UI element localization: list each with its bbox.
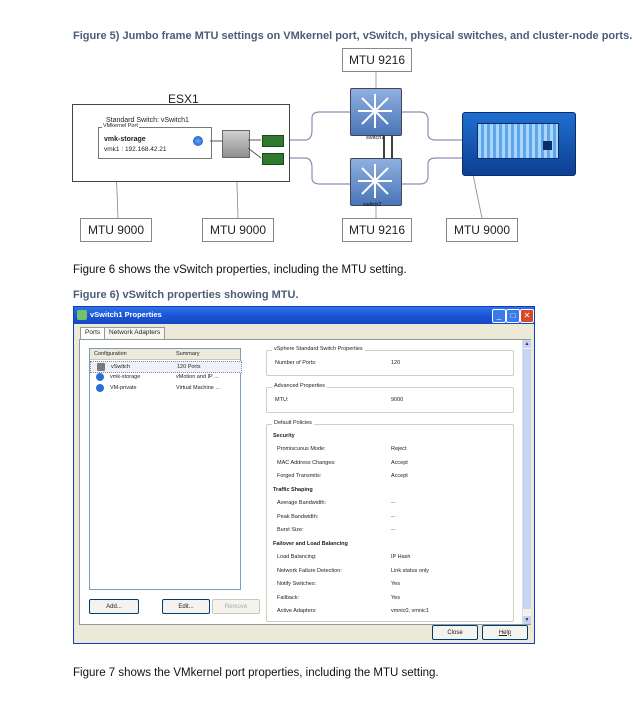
- promiscuous-label: Promiscuous Mode:: [277, 446, 326, 452]
- row-name: vmk-storage: [110, 374, 141, 380]
- mtu-storage-label: MTU 9000: [446, 218, 518, 242]
- column-summary[interactable]: Summary: [176, 351, 200, 357]
- close-button[interactable]: Close: [432, 625, 478, 640]
- notify-switches-value: Yes: [391, 581, 400, 587]
- security-heading: Security: [273, 433, 295, 439]
- ports-panel: Configuration Summary vSwitch 120 Ports …: [79, 339, 531, 625]
- vmkernel-port-label: VMkernel Port: [102, 123, 139, 129]
- scroll-up-icon[interactable]: ▲: [523, 340, 531, 348]
- load-balancing-label: Load Balancing:: [277, 554, 317, 560]
- switch2-arrows-icon: [358, 164, 392, 198]
- esx-host-label: ESX1: [168, 92, 199, 106]
- advanced-properties-group: Advanced Properties MTU: 9000: [266, 383, 514, 413]
- column-configuration[interactable]: Configuration: [94, 351, 127, 357]
- help-button[interactable]: Help: [482, 625, 528, 640]
- network-failure-detection-label: Network Failure Detection:: [277, 568, 342, 574]
- storage-array-icon: [462, 112, 576, 176]
- network-globe-icon: [193, 136, 203, 146]
- row-summary: Virtual Machine ...: [176, 385, 220, 391]
- mac-changes-value: Accept: [391, 460, 408, 466]
- vswitch-icon: [97, 363, 105, 371]
- vswitch-box-icon: [222, 130, 250, 158]
- window-titlebar: vSwitch1 Properties _ □ ✕: [74, 307, 534, 324]
- switch2-label: switch2: [363, 202, 382, 208]
- load-balancing-value: IP Hash: [391, 554, 411, 560]
- standard-switch-properties-group: vSphere Standard Switch Properties Numbe…: [266, 346, 514, 376]
- average-bandwidth-value: --: [391, 500, 395, 506]
- figure6-intro-text: Figure 6 shows the vSwitch properties, i…: [73, 264, 407, 276]
- configuration-list[interactable]: Configuration Summary vSwitch 120 Ports …: [89, 348, 242, 590]
- tab-network-adapters[interactable]: Network Adapters: [104, 327, 166, 341]
- nic-icon: [262, 135, 284, 147]
- figure6-title: Figure 6) vSwitch properties showing MTU…: [73, 289, 299, 301]
- mtu-value: 9000: [391, 397, 404, 403]
- logo-icon: [543, 141, 552, 150]
- window-title: vSwitch1 Properties: [90, 310, 162, 319]
- minimize-button[interactable]: _: [492, 309, 506, 323]
- row-name: vSwitch: [111, 364, 130, 370]
- number-of-ports-label: Number of Ports:: [275, 360, 317, 366]
- figure7-intro-text: Figure 7 shows the VMkernel port propert…: [73, 667, 439, 679]
- row-summary: vMotion and IP ...: [176, 374, 219, 380]
- promiscuous-value: Reject: [391, 446, 407, 452]
- list-row-vm-private[interactable]: VM-private Virtual Machine ...: [90, 383, 240, 393]
- standard-switch-label: Standard Switch: vSwitch1: [106, 117, 189, 124]
- failover-heading: Failover and Load Balancing: [273, 541, 348, 547]
- default-policies-group: Default Policies Security Promiscuous Mo…: [266, 420, 514, 622]
- maximize-button[interactable]: □: [506, 309, 520, 323]
- list-header: Configuration Summary: [90, 349, 240, 360]
- remove-button[interactable]: Remove: [212, 599, 260, 614]
- scroll-thumb[interactable]: [523, 349, 531, 609]
- add-button[interactable]: Add...: [89, 599, 139, 614]
- network-globe-icon: [96, 373, 104, 381]
- esx-host-box: [72, 104, 290, 182]
- row-name: VM-private: [110, 385, 137, 391]
- figure5-title: Figure 5) Jumbo frame MTU settings on VM…: [73, 30, 633, 42]
- mtu-top-label: MTU 9216: [342, 48, 412, 72]
- peak-bandwidth-value: --: [391, 514, 395, 520]
- switch1-label: switch1: [366, 135, 385, 141]
- group-label: vSphere Standard Switch Properties: [272, 346, 365, 352]
- forged-transmits-value: Accept: [391, 473, 408, 479]
- edit-button[interactable]: Edit...: [162, 599, 210, 614]
- average-bandwidth-label: Average Bandwidth:: [277, 500, 327, 506]
- burst-size-label: Burst Size:: [277, 527, 304, 533]
- list-row-vswitch[interactable]: vSwitch 120 Ports: [90, 361, 242, 373]
- vmkernel-port-box: [98, 127, 212, 159]
- mtu-vswitch-label: MTU 9000: [202, 218, 274, 242]
- group-label: Advanced Properties: [272, 383, 328, 389]
- row-summary: 120 Ports: [177, 364, 201, 370]
- forged-transmits-label: Forged Transmits:: [277, 473, 322, 479]
- vswitch-properties-window: vSwitch1 Properties _ □ ✕ Ports Network …: [73, 306, 535, 644]
- active-adapters-value: vmnic0, vmnic1: [391, 608, 429, 614]
- nic-icon: [262, 153, 284, 165]
- vswitch-lines: [210, 139, 262, 159]
- network-diagram: MTU 9216 ESX1 Standard Switch: vSwitch1 …: [0, 0, 633, 260]
- vertical-scrollbar[interactable]: ▲ ▼: [522, 340, 531, 624]
- failback-label: Failback:: [277, 595, 300, 601]
- mac-changes-label: MAC Address Changes:: [277, 460, 336, 466]
- network-failure-detection-value: Link status only: [391, 568, 429, 574]
- switch1-arrows-icon: [358, 94, 392, 128]
- notify-switches-label: Notify Switches:: [277, 581, 317, 587]
- traffic-shaping-heading: Traffic Shaping: [273, 487, 313, 493]
- group-label: Default Policies: [272, 420, 314, 426]
- vmk-storage-label: vmk-storage: [104, 136, 146, 143]
- peak-bandwidth-label: Peak Bandwidth:: [277, 514, 319, 520]
- mtu-switch-label: MTU 9216: [342, 218, 412, 242]
- scroll-down-icon[interactable]: ▼: [523, 616, 531, 624]
- active-adapters-label: Active Adapters:: [277, 608, 317, 614]
- vswitch-app-icon: [77, 310, 87, 320]
- number-of-ports-value: 120: [391, 360, 401, 366]
- list-row-vmk-storage[interactable]: vmk-storage vMotion and IP ...: [90, 372, 240, 382]
- mtu-vmk-label: MTU 9000: [80, 218, 152, 242]
- mtu-label: MTU:: [275, 397, 289, 403]
- burst-size-value: --: [391, 527, 395, 533]
- failback-value: Yes: [391, 595, 400, 601]
- vmk-ip-label: vmk1 : 192.168.42.21: [104, 146, 167, 153]
- close-window-button[interactable]: ✕: [520, 309, 534, 323]
- network-globe-icon: [96, 384, 104, 392]
